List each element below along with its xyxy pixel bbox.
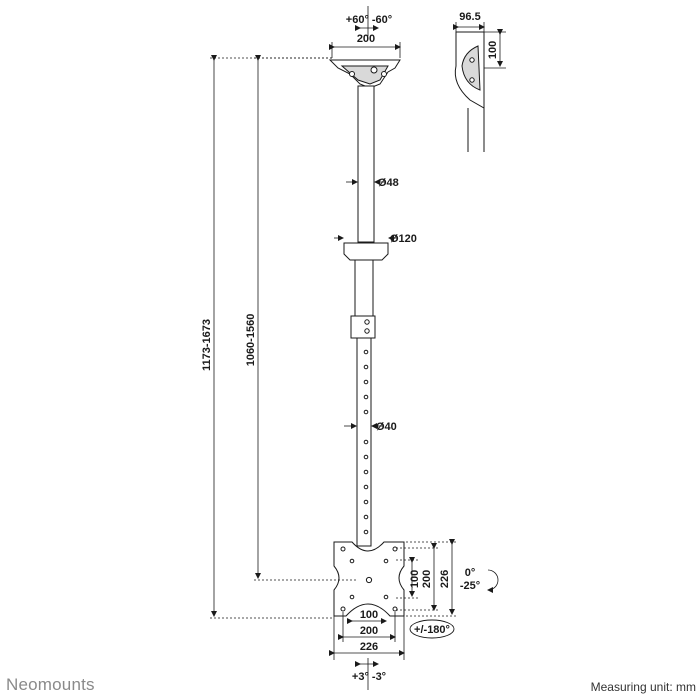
lower-tube-diameter-label: Ø40 [376,421,397,433]
side-view-bracket [454,31,485,152]
vesa-width-inner-label: 100 [360,609,378,621]
vesa-height-outer-label: 200 [421,570,433,588]
plate-height-label: 226 [439,570,451,588]
collar-diameter-label: Ø120 [390,233,417,245]
middle-tube [350,259,376,339]
plate-width-label: 226 [360,641,378,653]
lower-tube [356,337,372,547]
bottom-swivel-label: +3° -3° [352,671,386,683]
total-height-label: 1173-1673 [201,319,213,371]
top-width-label: 200 [357,33,375,45]
brand-logo: Neomounts [6,675,95,694]
pole-height-label: 1060-1560 [245,314,257,367]
measuring-unit-note: Measuring unit: mm [590,680,696,694]
upper-tube [357,85,375,243]
tilt-label: 0°-25° [460,567,480,592]
vesa-height-inner-label: 100 [409,570,421,588]
side-height-label: 100 [487,41,499,59]
ceiling-bracket [328,59,401,89]
vesa-plate [333,541,405,617]
collar [343,242,389,261]
side-depth-label: 96.5 [459,11,480,23]
upper-tube-diameter-label: Ø48 [378,177,399,189]
top-swivel-label: +60° -60° [346,14,392,26]
rotate-indicator [409,619,455,639]
vesa-width-outer-label: 200 [360,625,378,637]
dimension-lines [210,6,506,690]
rotate-label: +/-180° [414,624,450,636]
